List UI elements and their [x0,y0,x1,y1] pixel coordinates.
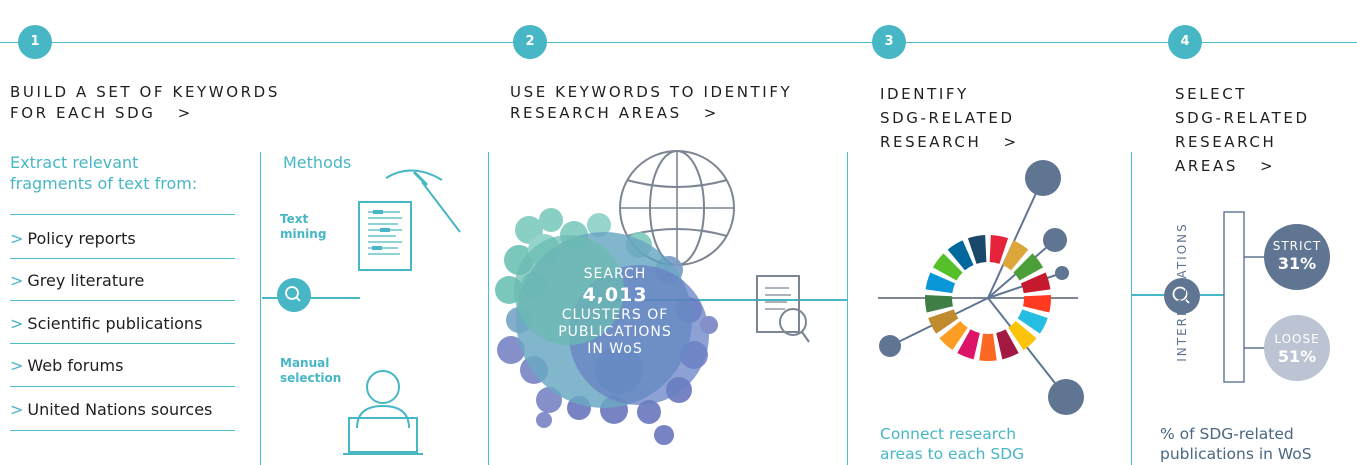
sdg-segment [1002,240,1029,271]
research-node [1048,379,1084,415]
research-node [1043,228,1067,252]
sdg-segment [1017,309,1048,334]
loose-value: LOOSE 51% [1267,330,1327,366]
methods-heading: Methods [283,153,352,172]
research-node [1055,266,1069,280]
sdg-segment [996,329,1019,360]
search-icon [1164,278,1200,314]
divider [10,430,235,431]
research-node [1025,160,1061,196]
source-item: >Grey literature [10,271,145,290]
document-icon [358,201,412,271]
clusters-label-line2: PUBLICATIONS [558,324,672,340]
strict-percent: 31% [1277,254,1317,273]
divider [10,258,235,259]
divider [10,214,235,215]
research-node [879,335,901,357]
separator [1131,152,1132,465]
sdg-segment [1013,253,1044,281]
sdg-segment [967,235,987,264]
loose-percent: 51% [1277,347,1317,366]
source-item: >Scientific publications [10,314,203,333]
divider [10,300,235,301]
sdg-segment [928,309,959,334]
sdg-segment [947,240,974,271]
step-4-number: 4 [1168,25,1202,59]
interpretations-label: INTERPRETATIONS [1175,222,1189,362]
step-3-number: 3 [872,25,906,59]
laptop-user-icon [343,370,423,455]
source-item: >United Nations sources [10,400,213,419]
loose-label: LOOSE [1274,332,1320,346]
interpretations-illustration [1132,211,1330,383]
separator [488,152,489,465]
document-search-icon [756,275,810,343]
step-1-number: 1 [18,25,52,59]
source-item: >Policy reports [10,229,136,248]
clusters-label-line1: CLUSTERS OF [561,307,669,323]
loose-circle [1264,315,1330,381]
sdg-segment [957,329,980,360]
pickaxe-icon [385,169,461,233]
sdg-segment [1020,272,1051,294]
research-areas-illustration [495,150,847,445]
sdg-segment [925,272,956,294]
methods-illustration [262,169,461,455]
sdg-segment [1008,320,1037,351]
sdg-segment [1023,295,1052,313]
strict-value: STRICT 31% [1267,237,1327,273]
clusters-count: 4,013 [582,284,648,306]
sdg-segment [932,253,963,281]
separator [260,152,261,465]
strict-label: STRICT [1272,239,1322,253]
search-label: SEARCH [583,266,647,282]
divider [10,343,235,344]
strict-circle [1264,224,1330,290]
sdg-segment [939,320,968,351]
clusters-bubbles [495,208,718,445]
step-2-number: 2 [513,25,547,59]
divider [10,386,235,387]
search-icon [277,278,311,312]
sdg-wheel [924,235,1052,362]
sdg-segment [979,333,997,362]
timeline-line [0,42,1357,43]
source-item: >Web forums [10,356,124,375]
separator [847,152,848,465]
clusters-summary: SEARCH 4,013 CLUSTERS OF PUBLICATIONS IN… [555,266,675,358]
clusters-label-line3: IN WoS [587,341,643,357]
interpretations-box [1223,211,1245,383]
sdg-network-illustration [878,160,1084,415]
sdg-segment [989,235,1009,264]
sdg-segment [924,295,953,313]
